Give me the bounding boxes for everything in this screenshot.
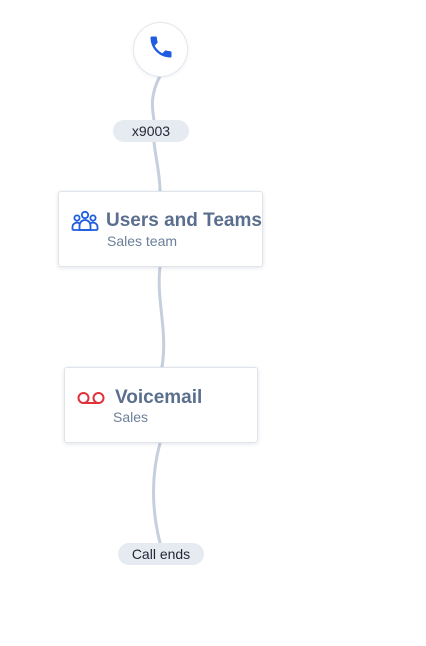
call-ends-badge: Call ends xyxy=(118,543,204,565)
call-start-node[interactable] xyxy=(134,23,187,76)
phone-icon xyxy=(147,33,175,66)
step-title: Users and Teams xyxy=(106,210,262,231)
step-subtitle: Sales team xyxy=(107,233,178,249)
users-and-teams-card[interactable]: Users and Teams Sales team xyxy=(58,191,263,267)
voicemail-card[interactable]: Voicemail Sales xyxy=(64,367,258,443)
voicemail-icon xyxy=(77,391,105,410)
extension-badge: x9003 xyxy=(113,120,189,142)
users-group-icon xyxy=(71,210,99,239)
connector-users-to-voicemail xyxy=(157,265,166,369)
step-title: Voicemail xyxy=(115,387,203,408)
step-subtitle: Sales xyxy=(113,409,149,425)
connector-start-to-extension xyxy=(150,74,162,122)
connector-extension-to-users xyxy=(152,140,162,193)
connector-voicemail-to-end xyxy=(152,441,162,545)
